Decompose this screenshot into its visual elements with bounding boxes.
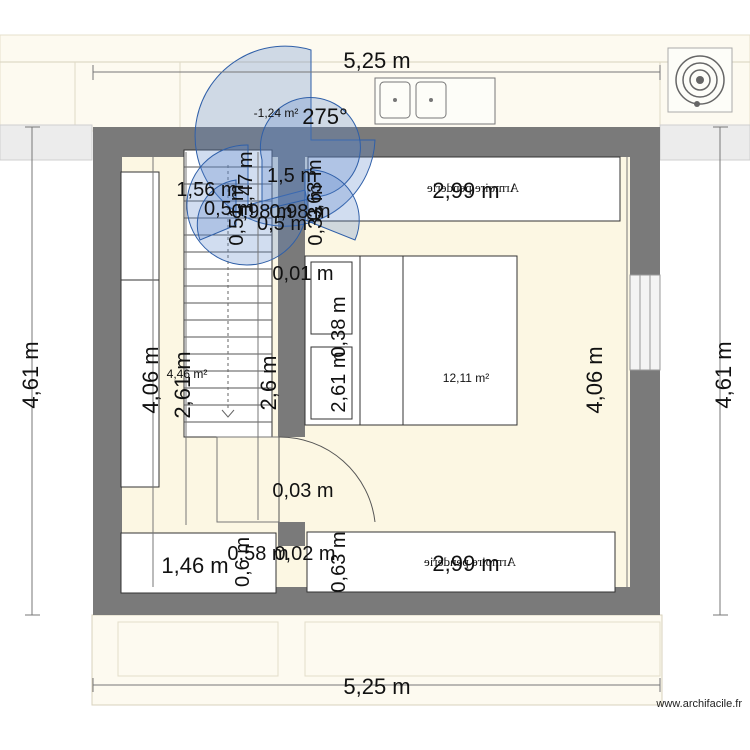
dim-wardrobe-depth: 0,63 m [304, 159, 326, 220]
dim-overlap-1: 1,5 m [267, 165, 317, 187]
closet-bottom-left [120, 532, 277, 594]
area-bedroom: 12,11 m² [443, 371, 489, 385]
dim-wall-gap-b: 0,03 m [272, 480, 333, 502]
dim-overlap-5: 0,51 m [226, 184, 248, 245]
wardrobe-bottom-label: Armoire penderie [424, 554, 516, 569]
dim-stair-width: 1,56 m [176, 179, 237, 201]
dim-bottom-depth-left: 0,6 m [232, 537, 254, 587]
dim-inner-left-height: 4,06 m [138, 346, 163, 413]
area-angle: 275° [302, 104, 348, 129]
dim-bottom-small-b: 0,02 m [274, 543, 335, 565]
doorway-gap [278, 437, 305, 522]
dim-overlap-6: 0,5 m [257, 213, 307, 235]
dim-bottom-width: 5,25 m [343, 674, 410, 699]
dim-stair-depth-a: 2,61 m [170, 351, 195, 418]
dim-right-height: 4,61 m [711, 341, 736, 408]
dim-wardrobe-bottom-len: 2,99 m [432, 551, 499, 576]
dim-overlap-2: 0,98 m [231, 201, 292, 223]
door [216, 436, 376, 523]
wardrobe-top [307, 156, 621, 222]
stove-burner-icon [667, 47, 733, 113]
dim-overlap-3: 0,5 m [204, 198, 254, 220]
dim-bottom-depth-right: 0,63 m [328, 531, 350, 592]
dim-inner-right-height: 4,06 m [582, 346, 607, 413]
dim-nightstand-b: 2,61 m [328, 351, 350, 412]
dim-left-closet-len: 1,46 m [161, 553, 228, 578]
dim-overlap-8: 0,33 m [305, 184, 327, 245]
area-stair-room: 4,46 m² [167, 367, 208, 381]
sink-icon [374, 77, 496, 125]
wardrobe-bottom [306, 531, 616, 593]
dim-overlap-7: 0,98 m [269, 201, 330, 223]
dim-wall-gap-a: 0,01 m [272, 263, 333, 285]
doorway-gap-bottom [278, 546, 305, 587]
angle-arc-markers [186, 45, 376, 266]
exterior-context [0, 34, 750, 706]
bed [304, 255, 518, 426]
dim-left-height: 4,61 m [18, 341, 43, 408]
staircase [183, 149, 273, 438]
area-small: -1,24 m² [254, 106, 299, 120]
wardrobe-top-label: Armoire penderie [427, 180, 519, 195]
dim-nightstand-a: 0,38 m [328, 296, 350, 357]
dim-stair-depth-b: 2,6 m [256, 355, 281, 410]
dim-overlap-4: 1,47 m [235, 151, 257, 212]
dimension-lines [25, 65, 728, 692]
dim-bottom-small-a: 0,58 m [227, 543, 288, 565]
watermark: www.archifacile.fr [655, 698, 742, 710]
dim-wardrobe-top-len: 2,99 m [432, 178, 499, 203]
dim-top-width: 5,25 m [343, 48, 410, 73]
window-right [629, 274, 661, 371]
